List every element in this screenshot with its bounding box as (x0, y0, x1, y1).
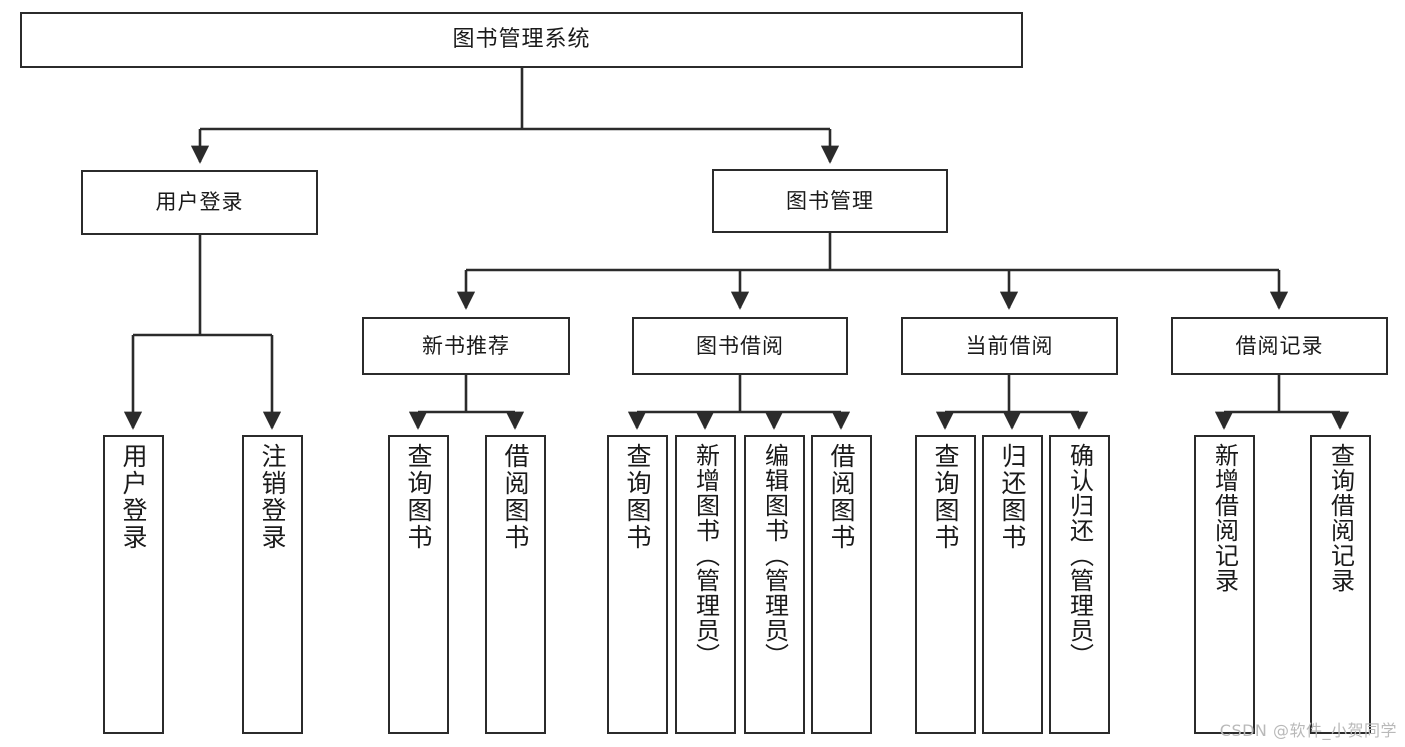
node-leaf-query-borrow-record-label: 查询借阅记录 (1326, 443, 1355, 593)
node-leaf-borrow-book-recommend-label: 借阅图书 (501, 443, 530, 551)
node-book-borrow[interactable]: 图书借阅 (632, 317, 848, 375)
node-book-manage[interactable]: 图书管理 (712, 169, 948, 233)
node-leaf-query-book-borrow[interactable]: 查询图书 (607, 435, 668, 734)
node-leaf-user-login-label: 用户登录 (119, 443, 148, 551)
edge-group-book-borrow (627, 375, 851, 430)
node-leaf-logout-label: 注销登录 (258, 443, 287, 551)
node-leaf-add-book-label: 新增图书（管理员） (691, 443, 720, 668)
node-leaf-query-book-current-label: 查询图书 (931, 443, 960, 551)
edge-group-new-book-rec (408, 375, 525, 430)
node-borrow-record[interactable]: 借阅记录 (1171, 317, 1388, 375)
node-leaf-borrow-book-recommend[interactable]: 借阅图书 (485, 435, 546, 734)
node-leaf-query-book-borrow-label: 查询图书 (623, 443, 652, 551)
node-user-login-label: 用户登录 (155, 190, 244, 215)
node-root[interactable]: 图书管理系统 (20, 12, 1023, 68)
node-leaf-edit-book-label: 编辑图书（管理员） (760, 443, 789, 668)
node-current-borrow[interactable]: 当前借阅 (901, 317, 1118, 375)
node-leaf-borrow-book[interactable]: 借阅图书 (811, 435, 872, 734)
node-leaf-query-book-recommend[interactable]: 查询图书 (388, 435, 449, 734)
node-leaf-logout[interactable]: 注销登录 (242, 435, 303, 734)
node-leaf-confirm-return-label: 确认归还（管理员） (1065, 443, 1094, 668)
node-new-book-recommend-label: 新书推荐 (422, 333, 510, 358)
node-current-borrow-label: 当前借阅 (965, 333, 1054, 358)
node-book-manage-label: 图书管理 (786, 188, 874, 213)
edge-group-root (190, 68, 840, 164)
node-leaf-query-book-current[interactable]: 查询图书 (915, 435, 976, 734)
node-leaf-edit-book[interactable]: 编辑图书（管理员） (744, 435, 805, 734)
node-leaf-borrow-book-label: 借阅图书 (827, 443, 856, 551)
node-borrow-record-label: 借阅记录 (1235, 333, 1324, 358)
node-leaf-return-book-label: 归还图书 (998, 443, 1027, 551)
edge-group-current-borrow (935, 375, 1089, 430)
node-new-book-recommend[interactable]: 新书推荐 (362, 317, 570, 375)
edge-group-book-manage (456, 233, 1289, 310)
node-leaf-confirm-return[interactable]: 确认归还（管理员） (1049, 435, 1110, 734)
node-book-borrow-label: 图书借阅 (696, 333, 784, 358)
csdn-watermark: CSDN @软件_小贺同学 (1219, 721, 1397, 740)
node-leaf-user-login[interactable]: 用户登录 (103, 435, 164, 734)
node-user-login[interactable]: 用户登录 (81, 170, 318, 235)
node-leaf-add-borrow-record-label: 新增借阅记录 (1210, 443, 1239, 593)
node-leaf-return-book[interactable]: 归还图书 (982, 435, 1043, 734)
node-leaf-add-book[interactable]: 新增图书（管理员） (675, 435, 736, 734)
node-root-label: 图书管理系统 (452, 27, 591, 53)
node-leaf-add-borrow-record[interactable]: 新增借阅记录 (1194, 435, 1255, 734)
node-leaf-query-borrow-record[interactable]: 查询借阅记录 (1310, 435, 1371, 734)
edge-group-user-login (123, 235, 282, 430)
node-leaf-query-book-recommend-label: 查询图书 (404, 443, 433, 551)
edge-group-borrow-record (1214, 375, 1350, 430)
